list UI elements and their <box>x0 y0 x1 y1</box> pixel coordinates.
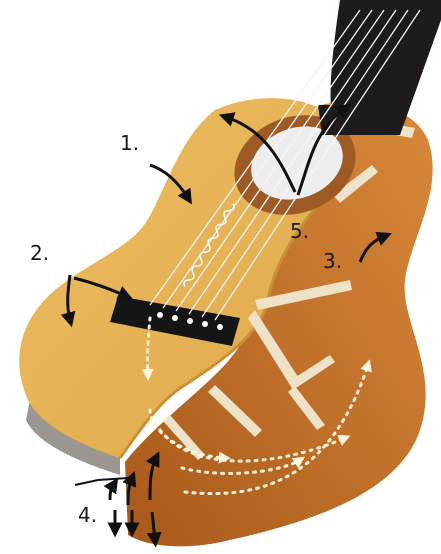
label-2: 2. <box>30 241 49 265</box>
vibration-tick-lines <box>75 478 128 485</box>
label-5: 5. <box>290 219 309 243</box>
label-4: 4. <box>78 503 97 527</box>
label-3: 3. <box>323 249 342 273</box>
arrow-up-small <box>110 484 114 500</box>
label-1: 1. <box>120 131 139 155</box>
